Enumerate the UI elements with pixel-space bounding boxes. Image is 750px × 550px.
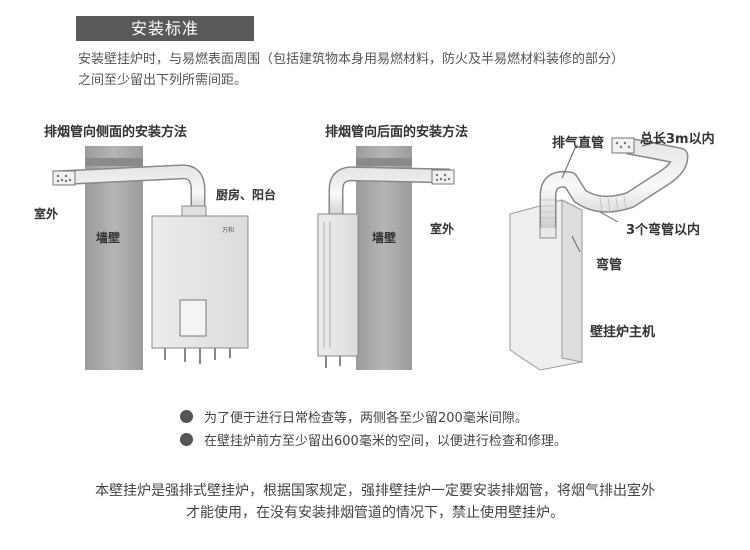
intro-text: 安装壁挂炉时，与易燃表面周围（包括建筑物本身用易燃材料，防火及半易燃材料装修的部… (78, 49, 718, 91)
label-exhaust-pipe: 排气直管 (552, 136, 605, 151)
footer-line-2: 才能使用，在没有安装排烟管道的情况下，禁止使用壁挂炉。 (186, 505, 564, 521)
callout-line (571, 235, 581, 253)
intro-line-1: 安装壁挂炉时，与易燃表面周围（包括建筑物本身用易燃材料，防火及半易燃材料装修的部… (78, 52, 625, 67)
boiler-window (179, 299, 207, 337)
label-kitchen: 厨房、阳台 (216, 188, 277, 202)
note-text: 在壁挂炉前方至少留出600毫米的空间，以便进行检查和修理。 (204, 434, 567, 449)
label-boiler-unit: 壁挂炉主机 (590, 325, 656, 340)
figure-back-venting (317, 146, 455, 370)
pipe-terminal (431, 169, 455, 185)
figure-side-venting: 万和 (52, 146, 249, 370)
figure-title-back: 排烟管向后面的安装方法 (325, 125, 469, 140)
brand-logo: 万和 (222, 226, 234, 234)
note-item: 在壁挂炉前方至少留出600毫米的空间，以便进行检查和修理。 (180, 430, 567, 449)
label-wall: 墙壁 (372, 231, 397, 245)
bullet-icon (180, 410, 193, 423)
label-elbows: 3个弯管以内 (626, 223, 701, 238)
label-outdoor: 室外 (430, 222, 455, 236)
section-title: 安装标准 (76, 16, 254, 41)
pipe-terminal (611, 137, 635, 154)
pipe-terminal (52, 170, 76, 186)
note-item: 为了便于进行日常检查等，两侧各至少留200毫米间隙。 (180, 407, 528, 426)
bullet-icon (180, 433, 193, 446)
intro-line-2: 之间至少留出下列所需间距。 (78, 73, 248, 88)
label-length: 总长3m以内 (640, 132, 715, 147)
footer-text: 本壁挂炉是强排式壁挂炉，根据国家规定，强排壁挂炉一定要安装排烟管，将烟气排出室外… (0, 480, 750, 524)
callout-line (641, 139, 665, 147)
footer-line-1: 本壁挂炉是强排式壁挂炉，根据国家规定，强排壁挂炉一定要安装排烟管，将烟气排出室外 (95, 483, 655, 499)
figure-title-side: 排烟管向侧面的安装方法 (44, 125, 188, 140)
note-text: 为了便于进行日常检查等，两侧各至少留200毫米间隙。 (204, 411, 528, 426)
label-wall: 墙壁 (96, 231, 121, 245)
boiler-side (317, 213, 359, 357)
callout-line (599, 211, 619, 223)
label-elbow: 弯管 (596, 258, 623, 273)
label-outdoor: 室外 (34, 207, 59, 221)
installation-illustrations: 万和 (52, 137, 689, 371)
figure-pipe-diagram (509, 137, 689, 371)
callout-line (561, 147, 576, 179)
wall-column (356, 146, 412, 370)
